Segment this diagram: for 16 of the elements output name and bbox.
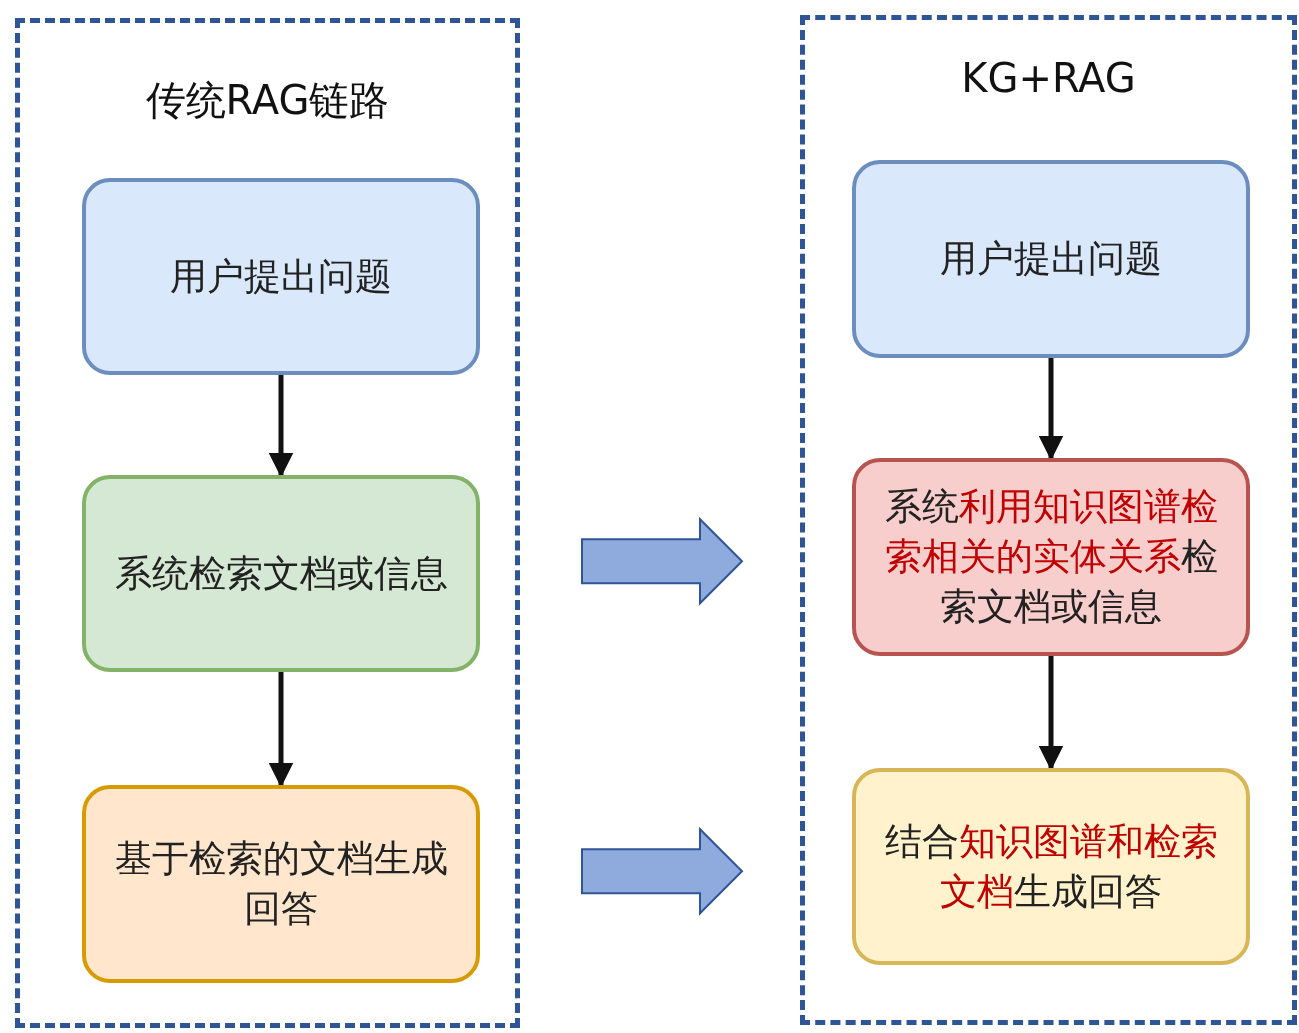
process-box: 系统利用知识图谱检索相关的实体关系检索文档或信息 <box>852 458 1250 656</box>
process-box: 系统检索文档或信息 <box>82 475 480 672</box>
arrow <box>268 672 294 788</box>
dashed-group-frame <box>15 18 520 1028</box>
process-box: 基于检索的文档生成回答 <box>82 785 480 983</box>
arrow <box>1038 656 1064 771</box>
group-title: KG+RAG <box>960 55 1137 101</box>
process-box: 用户提出问题 <box>82 178 480 375</box>
group-title: 传统RAG链路 <box>144 76 391 125</box>
block-arrow <box>581 826 744 916</box>
process-box: 用户提出问题 <box>852 160 1250 358</box>
arrow <box>1038 358 1064 461</box>
dashed-group-frame <box>800 15 1297 1025</box>
block-arrow <box>581 516 744 606</box>
arrow <box>268 375 294 478</box>
process-box: 结合知识图谱和检索文档生成回答 <box>852 768 1250 965</box>
